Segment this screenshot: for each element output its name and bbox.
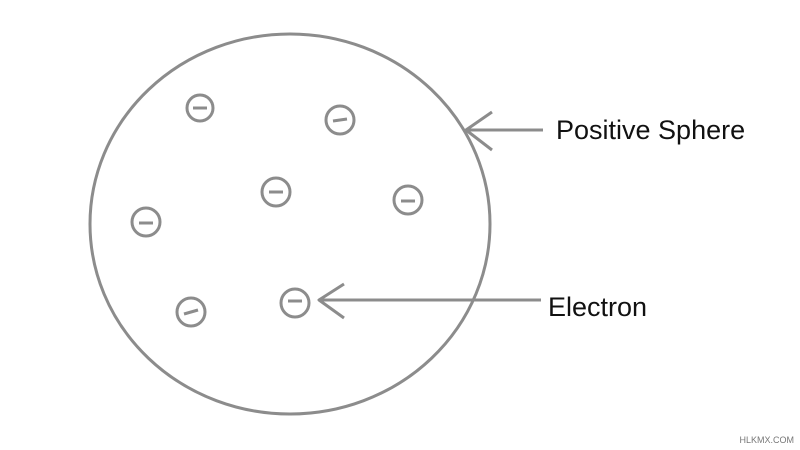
electron: [185, 93, 215, 123]
minus-sign-icon: [183, 308, 199, 316]
electron: [130, 206, 162, 238]
positive-sphere-label: Positive Sphere: [556, 115, 745, 145]
electron: [324, 104, 356, 136]
arrow-to-sphere: [464, 110, 543, 152]
arrow-to-electron: [317, 282, 541, 320]
electron-label: Electron: [548, 292, 647, 322]
positive-sphere: [88, 32, 492, 416]
watermark: HLKMX.COM: [739, 435, 794, 445]
minus-sign-icon: [332, 117, 348, 123]
electron: [279, 287, 311, 319]
electron: [392, 184, 424, 216]
electron: [260, 176, 292, 208]
electron: [175, 296, 207, 328]
